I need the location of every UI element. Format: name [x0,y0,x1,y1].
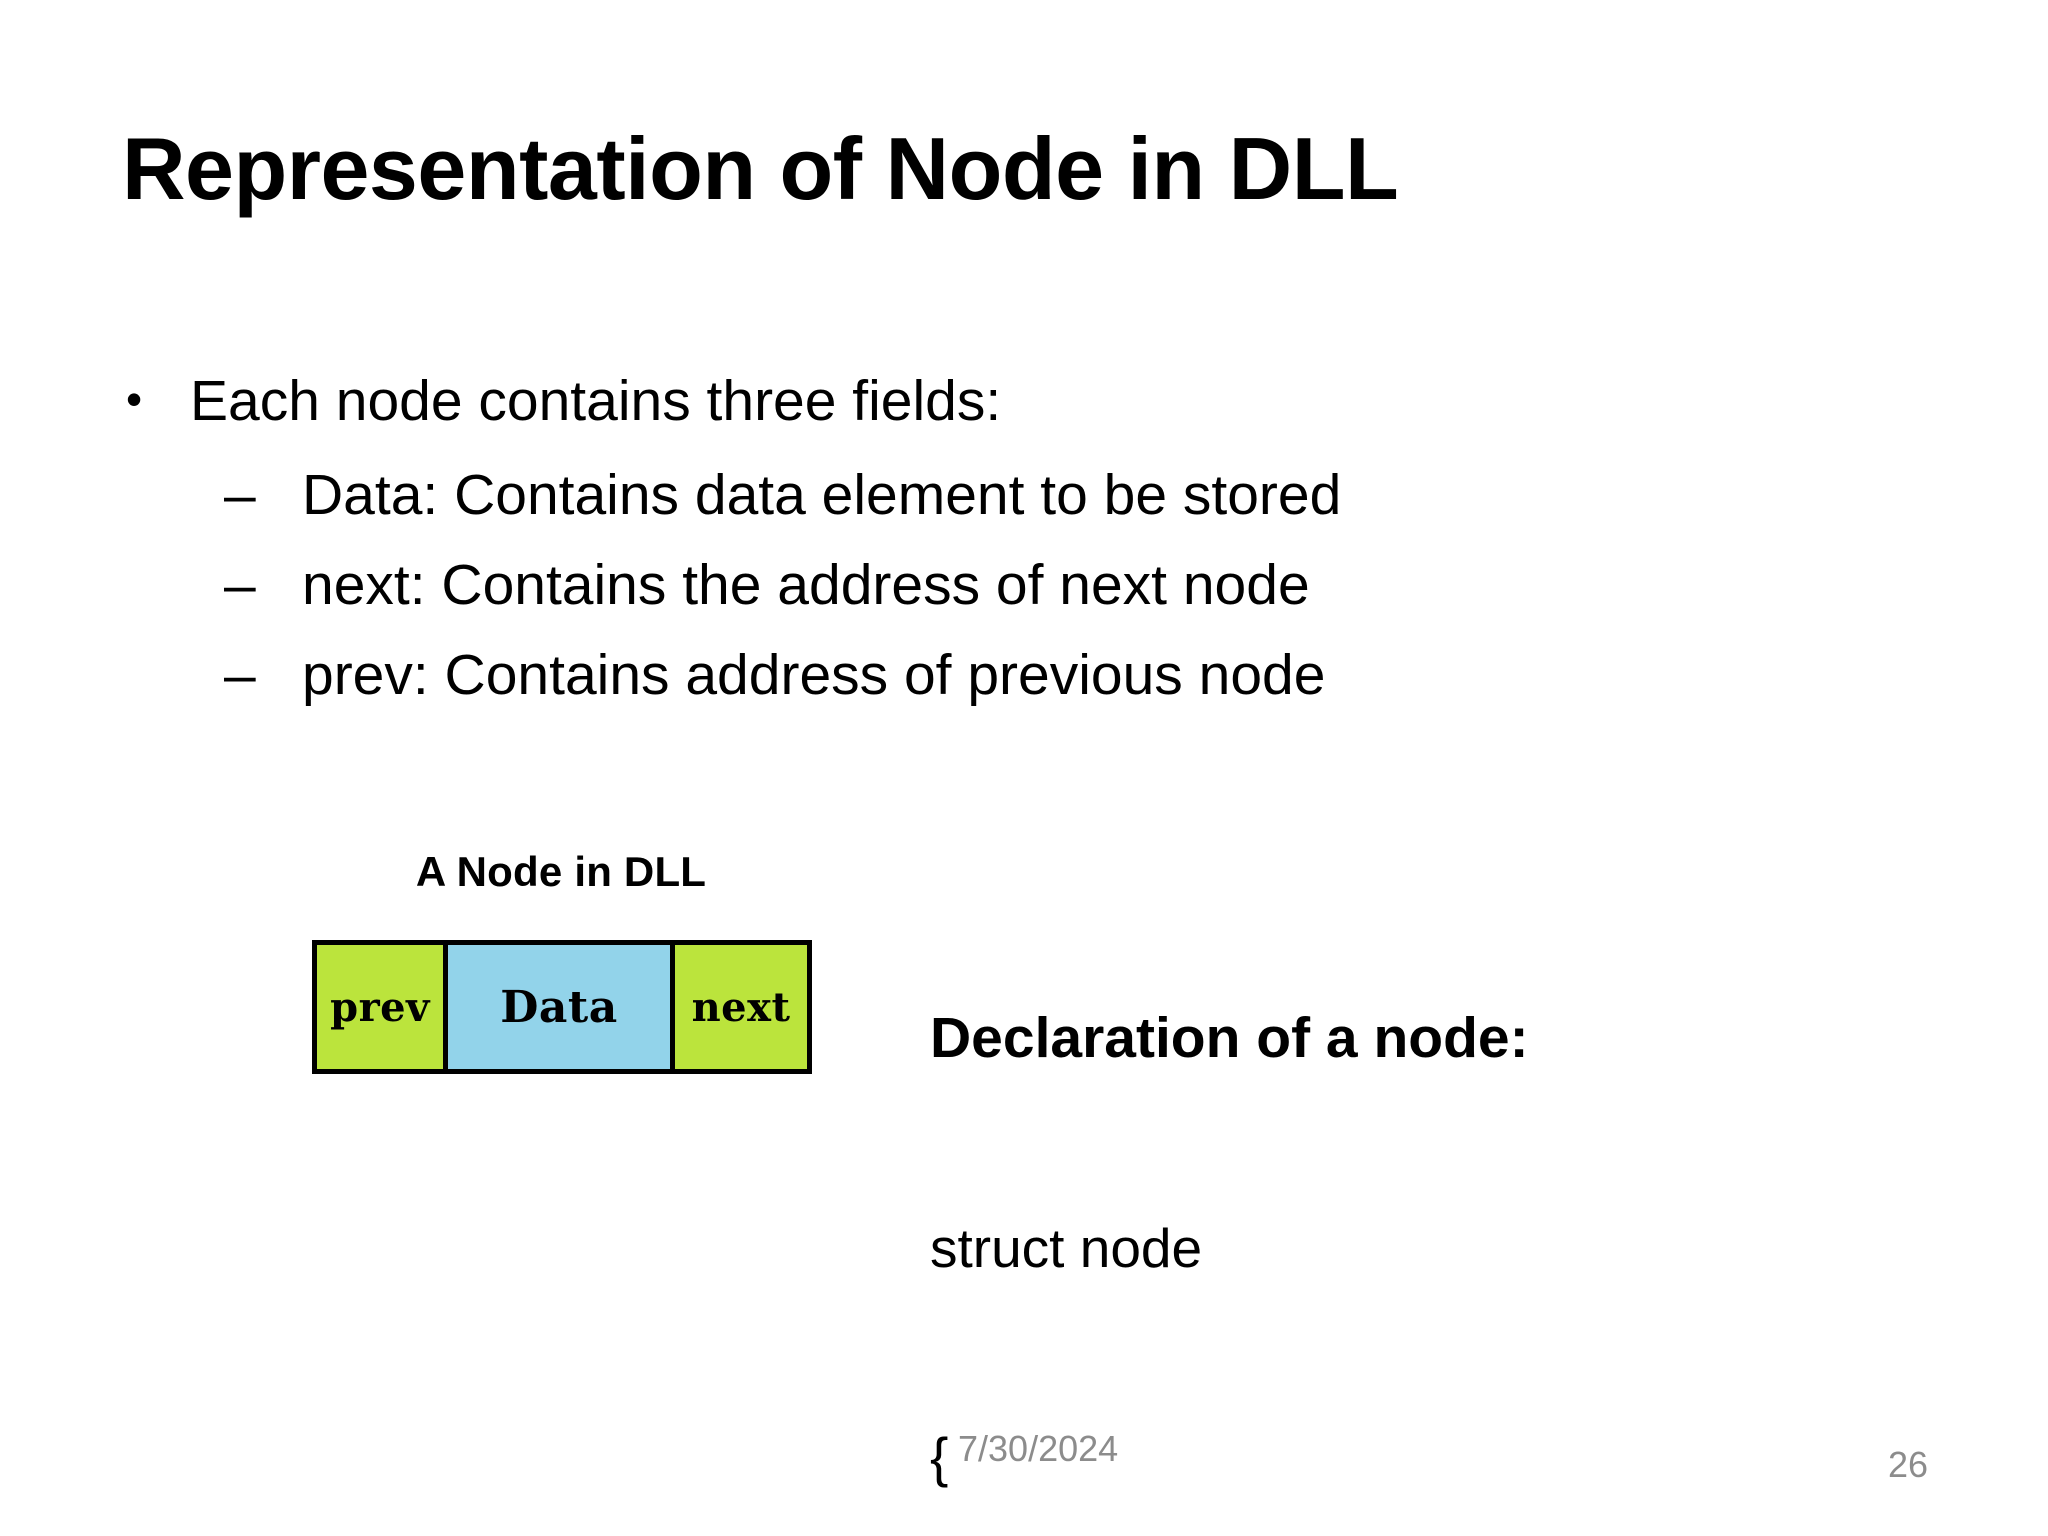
footer-date: 7/30/2024 [958,1428,1119,1469]
dash-marker-icon: – [224,552,256,617]
bullet-marker-icon: • [126,373,143,425]
list-item: – prev: Contains address of previous nod… [112,642,1952,707]
page-title: Representation of Node in DLL [122,119,1399,218]
bullet-list: • Each node contains three fields: – Dat… [112,369,1952,735]
declaration-heading: Declaration of a node: [930,1005,1529,1070]
list-item-label: next: Contains the address of next node [302,552,1310,617]
dash-marker-icon: – [224,462,256,527]
node-diagram: A Node in DLL prev Data next [290,848,850,1074]
list-item-label: Data: Contains data element to be stored [302,462,1342,527]
declaration-line-open-brace: { [930,1426,949,1489]
node-cell-next: next [675,945,807,1069]
declaration-block: Declaration of a node: struct node { int… [930,862,1990,1536]
footer-page-number: 26 [1888,1444,1929,1485]
list-item-label: prev: Contains address of previous node [302,642,1326,707]
list-item: • Each node contains three fields: [112,369,1952,433]
declaration-line-struct: struct node [930,1216,1203,1279]
node-cell-prev: prev [317,945,443,1069]
node-diagram-caption: A Node in DLL [415,848,707,895]
list-item: – next: Contains the address of next nod… [112,552,1952,617]
node-cell-data: Data [448,945,670,1069]
list-item-label: Each node contains three fields: [190,369,1002,433]
node-box: prev Data next [312,940,812,1074]
dash-marker-icon: – [224,642,256,707]
list-item: – Data: Contains data element to be stor… [112,462,1952,527]
